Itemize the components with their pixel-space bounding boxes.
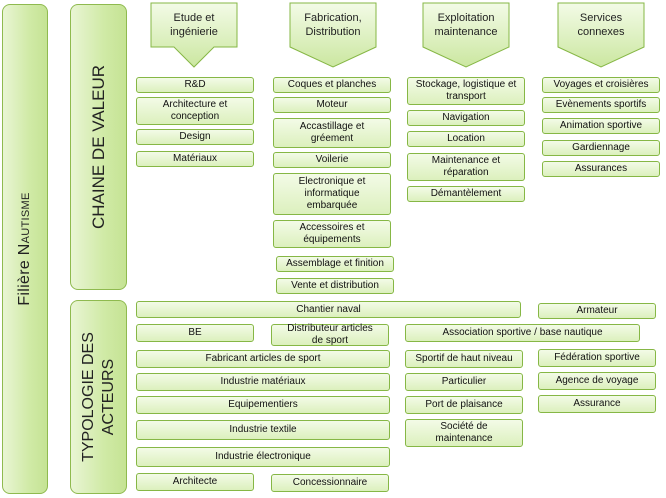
chain-item: Gardiennage (542, 140, 660, 156)
chain-item: Matériaux (136, 151, 254, 167)
column-title-etude: Etude et ingénierie (170, 12, 218, 38)
typologie-title: TYPOLOGIE DES ACTEURS (79, 332, 119, 462)
chain-item: Design (136, 129, 254, 145)
chain-item: Location (407, 131, 525, 147)
filiere-title-small: Nautisme (16, 192, 33, 256)
chain-item: Electronique et informatique embarquée (273, 173, 391, 215)
typologie-title-line2: ACTEURS (99, 358, 117, 436)
actor-item: Armateur (538, 303, 656, 319)
column-header-fabrication: Fabrication, Distribution (289, 2, 377, 68)
chain-item: Voilerie (273, 152, 391, 168)
chain-item: Architecture et conception (136, 97, 254, 125)
typologie-panel: TYPOLOGIE DES ACTEURS (70, 300, 127, 494)
actor-item: Sportif de haut niveau (405, 350, 523, 368)
actor-item: Industrie matériaux (136, 373, 390, 391)
chaine-panel: CHAINE DE VALEUR (70, 4, 127, 290)
chain-item: Animation sportive (542, 118, 660, 134)
chain-item: Moteur (273, 97, 391, 113)
column-header-etude: Etude et ingénierie (150, 2, 238, 68)
actor-item: Port de plaisance (405, 396, 523, 414)
column-title-services: Services connexes (577, 12, 625, 38)
actor-item: Architecte (136, 473, 254, 491)
actor-item: Agence de voyage (538, 372, 656, 390)
chain-item: Stockage, logistique et transport (407, 77, 525, 105)
chain-item: Accastillage et gréement (273, 118, 391, 148)
chaine-title: CHAINE DE VALEUR (88, 64, 108, 230)
chain-item: Navigation (407, 110, 525, 126)
actor-item: Assurance (538, 395, 656, 413)
chain-item: Assemblage et finition (276, 256, 394, 272)
actor-item: Association sportive / base nautique (405, 324, 640, 342)
actor-item: Particulier (405, 373, 523, 391)
actor-item: Industrie textile (136, 420, 390, 440)
column-header-services: Services connexes (557, 2, 645, 68)
actor-item: Société de maintenance (405, 419, 523, 447)
actor-item: Chantier naval (136, 301, 521, 318)
actor-item: Fabricant articles de sport (136, 350, 390, 368)
chain-item: Voyages et croisières (542, 77, 660, 93)
typologie-title-line1: TYPOLOGIE DES (79, 332, 97, 462)
actor-item: BE (136, 324, 254, 342)
chain-item: Assurances (542, 161, 660, 177)
chain-item: Vente et distribution (276, 278, 394, 294)
filiere-panel: Filière Nautisme (2, 4, 48, 494)
filiere-title-main: Filière (16, 259, 33, 306)
actor-item: Distributeur articles de sport (271, 323, 389, 346)
chain-item: Maintenance et réparation (407, 153, 525, 181)
actor-item: Fédération sportive (538, 349, 656, 367)
column-title-exploitation: Exploitation maintenance (434, 12, 498, 38)
chain-item: Coques et planches (273, 77, 391, 93)
column-title-fabrication: Fabrication, Distribution (304, 12, 362, 38)
chain-item: Evènements sportifs (542, 97, 660, 113)
actor-item: Equipementiers (136, 396, 390, 414)
actor-item: Industrie électronique (136, 447, 390, 467)
chain-item: R&D (136, 77, 254, 93)
column-header-exploitation: Exploitation maintenance (422, 2, 510, 68)
chain-item: Accessoires et équipements (273, 220, 391, 248)
chain-item: Démantèlement (407, 186, 525, 202)
actor-item: Concessionnaire (271, 474, 389, 492)
filiere-title: Filière Nautisme (15, 192, 35, 305)
